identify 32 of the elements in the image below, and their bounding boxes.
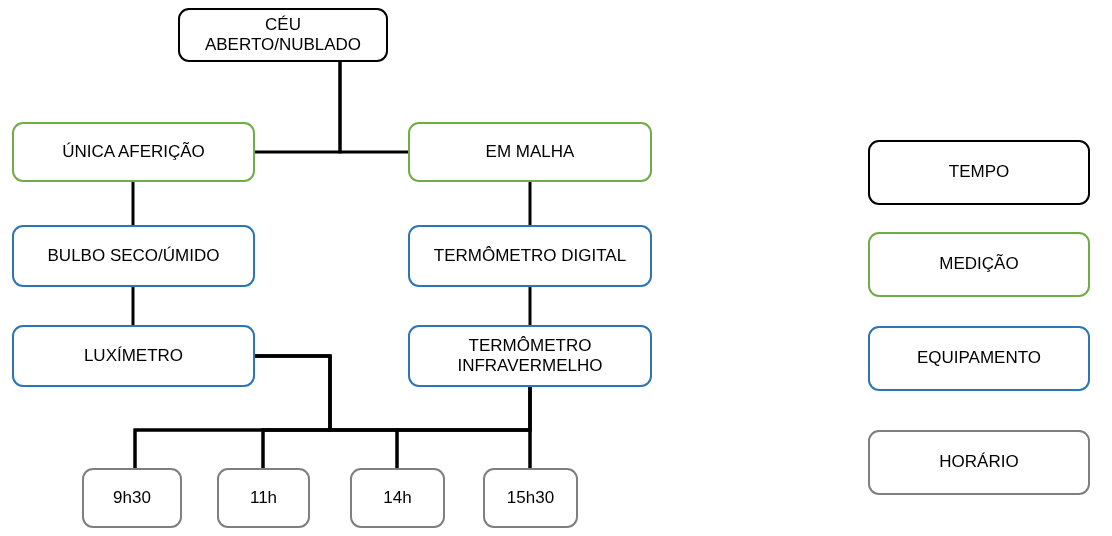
connector-line bbox=[338, 62, 408, 154]
legend-label: HORÁRIO bbox=[939, 452, 1019, 473]
legend-label: MEDIÇÃO bbox=[939, 254, 1019, 275]
node-label: TERMÔMETRO INFRAVERMELHO bbox=[456, 335, 604, 377]
rounded-box bbox=[350, 468, 445, 528]
rounded-box bbox=[408, 225, 652, 287]
rounded-box bbox=[12, 325, 255, 387]
rounded-box bbox=[12, 122, 255, 182]
connector-line bbox=[131, 182, 135, 225]
node-label: 11h bbox=[249, 487, 278, 509]
rounded-box bbox=[217, 468, 310, 528]
rounded-box bbox=[82, 468, 182, 528]
connector-line bbox=[528, 287, 532, 325]
node-label: ÚNICA AFERIÇÃO bbox=[62, 141, 205, 163]
node-label: CÉU ABERTO/NUBLADO bbox=[203, 14, 363, 56]
node-label: 9h30 bbox=[113, 487, 151, 509]
connector-line bbox=[528, 182, 532, 225]
node-label: BULBO SECO/ÚMIDO bbox=[47, 245, 220, 267]
node-label: EM MALHA bbox=[485, 141, 575, 163]
rounded-box bbox=[178, 8, 388, 62]
legend-label: TEMPO bbox=[948, 162, 1010, 183]
connector-line bbox=[528, 387, 532, 468]
rounded-box bbox=[408, 122, 652, 182]
rounded-box bbox=[408, 325, 652, 387]
node-label: TERMÔMETRO DIGITAL bbox=[433, 245, 627, 267]
legend-label: EQUIPAMENTO bbox=[916, 348, 1042, 369]
node-label: 14h bbox=[383, 487, 412, 509]
connector-line bbox=[131, 287, 135, 325]
rounded-box bbox=[12, 225, 255, 287]
node-label: LUXÍMETRO bbox=[83, 345, 184, 367]
rounded-box bbox=[483, 468, 578, 528]
node-label: 15h30 bbox=[506, 487, 555, 509]
